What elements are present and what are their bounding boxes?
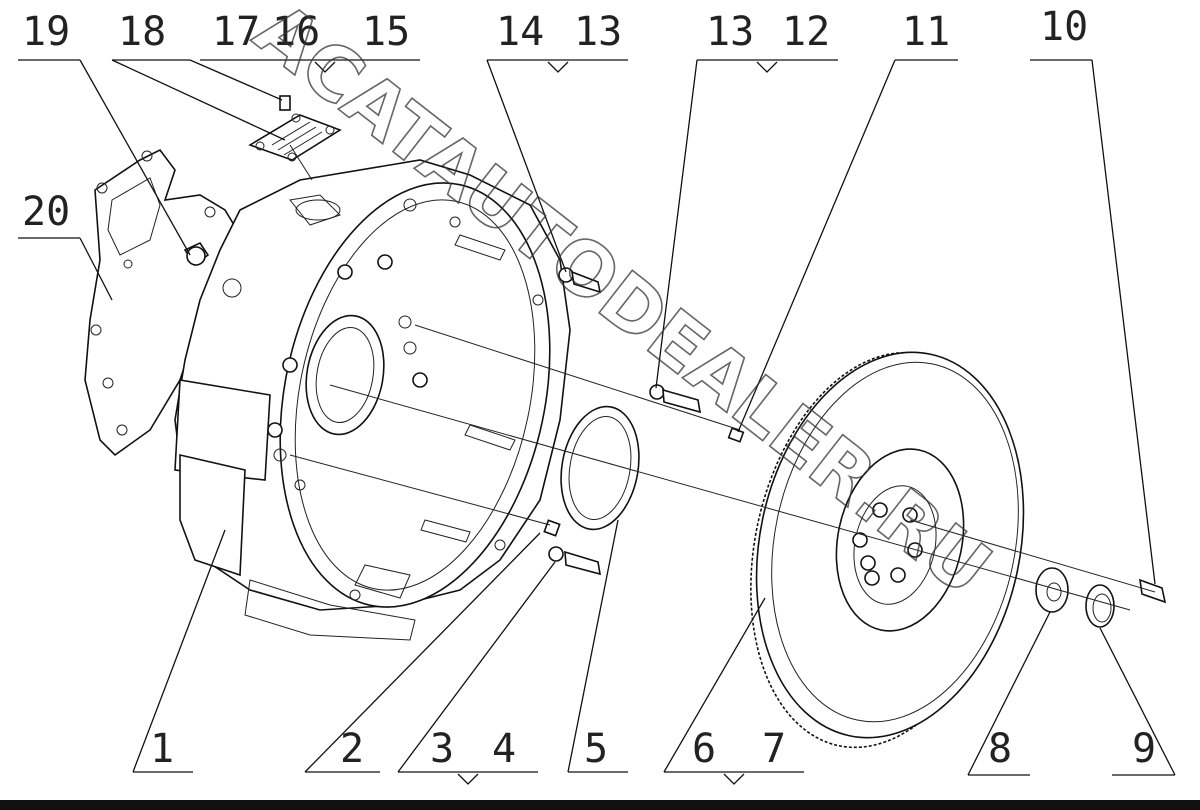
cover-plate-part <box>248 95 342 162</box>
callout-5: 5 <box>584 726 608 772</box>
callout-11: 11 <box>902 9 950 55</box>
callout-16: 16 <box>272 9 320 55</box>
callout-7: 7 <box>762 726 786 772</box>
callout-2: 2 <box>340 726 364 772</box>
callout-12: 12 <box>782 9 830 55</box>
callout-4: 4 <box>492 726 516 772</box>
callout-13-left: 13 <box>574 9 622 55</box>
flywheel-part <box>750 351 1025 749</box>
callout-3: 3 <box>430 726 454 772</box>
callout-8: 8 <box>988 726 1012 772</box>
leader-lines <box>18 59 1176 785</box>
callout-13-right: 13 <box>706 9 754 55</box>
callout-20: 20 <box>22 189 70 235</box>
bearing-part <box>1085 584 1115 628</box>
callout-15: 15 <box>362 9 410 55</box>
callout-9: 9 <box>1132 726 1156 772</box>
callout-18: 18 <box>118 9 166 55</box>
callout-17: 17 <box>212 9 260 55</box>
flywheel-housing-part <box>174 159 571 641</box>
callout-10: 10 <box>1040 4 1088 50</box>
callout-14: 14 <box>496 9 544 55</box>
plug-part <box>183 241 210 267</box>
crankshaft-seal-part <box>560 405 640 531</box>
washer-part <box>1035 567 1069 613</box>
callout-labels: 19 18 17 16 15 14 13 13 12 11 10 20 1 2 … <box>22 4 1156 772</box>
assembly-lines <box>289 144 1156 611</box>
bottom-border <box>0 800 1200 810</box>
callout-6: 6 <box>692 726 716 772</box>
callout-19: 19 <box>22 9 70 55</box>
callout-1: 1 <box>150 726 174 772</box>
